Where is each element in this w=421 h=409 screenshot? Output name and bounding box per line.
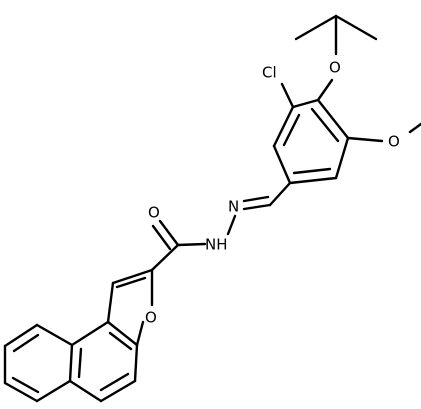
bond-ch-n-double-a	[242, 203, 272, 211]
bond-isopropyl-methyl-left	[294, 14, 338, 41]
atom-label-oxygen-methoxy: O	[388, 133, 400, 151]
bond-naph-g	[35, 323, 74, 347]
bond-ring-c4-c5	[272, 144, 292, 185]
bond-ring-c5-c6	[272, 105, 295, 148]
atom-label-hydrazide-nh: NH	[205, 236, 228, 254]
bond-n-nh	[226, 214, 237, 236]
bond-naph-f	[70, 320, 110, 347]
bond-furan-c3-c3a	[106, 281, 115, 324]
bond-aryl-ch	[268, 181, 292, 207]
bond-naph-h	[3, 323, 39, 348]
bond-ring-c3-c4-inner	[292, 167, 332, 175]
bond-furan-c2-c3-inner	[115, 276, 147, 289]
bond-carbonyl-o-a	[158, 219, 180, 247]
bond-naph-a-inner	[108, 331, 133, 351]
bond-ring-c3-c4	[288, 176, 338, 185]
bond-naph-c-inner	[99, 372, 130, 392]
bond-naph-c	[99, 379, 137, 403]
atom-label-oxygen-isopropoxy: O	[329, 59, 341, 77]
bond-aryl-cl	[280, 82, 295, 109]
bond-naph-h-inner	[12, 333, 40, 353]
bond-ring-c2-c3	[334, 136, 350, 180]
bond-naph-e-inner	[77, 347, 83, 379]
bond-aryl-o-methoxy	[346, 136, 384, 143]
bonds	[3, 14, 421, 403]
bond-ring-c1-c2-inner	[310, 107, 340, 143]
atom-label-imine-nitrogen: N	[228, 198, 239, 216]
bond-naph-j	[3, 381, 39, 403]
bond-naph-a	[106, 320, 139, 347]
bond-naph-d	[68, 379, 103, 403]
bond-ch-n-double-b	[242, 195, 270, 203]
bond-naph-b	[133, 343, 139, 383]
atom-labels: Cl O O O N NH O	[145, 59, 400, 327]
bond-ring-c5-c6-inner	[282, 113, 301, 147]
bond-furan-o-c9b	[135, 320, 145, 347]
bond-carbonyl-o-b	[151, 224, 172, 251]
bond-naph-k	[35, 379, 72, 403]
bond-o-aryl	[316, 78, 334, 102]
atom-label-chlorine: Cl	[262, 64, 277, 82]
atom-label-furan-oxygen: O	[145, 309, 157, 327]
bond-nh-carbonyl	[176, 242, 207, 247]
bond-furan-c2-c3	[111, 268, 154, 285]
bond-ring-c1-c2	[316, 98, 350, 140]
bond-naph-j-inner	[11, 376, 40, 394]
bond-naph-e	[68, 343, 74, 383]
bond-carbonyl-furan	[150, 243, 180, 272]
bond-o-methyl	[408, 122, 421, 134]
atom-label-carbonyl-oxygen: O	[148, 204, 160, 222]
bond-ring-c6-c1	[291, 98, 320, 109]
bond-isopropyl-methyl-right	[334, 14, 378, 41]
